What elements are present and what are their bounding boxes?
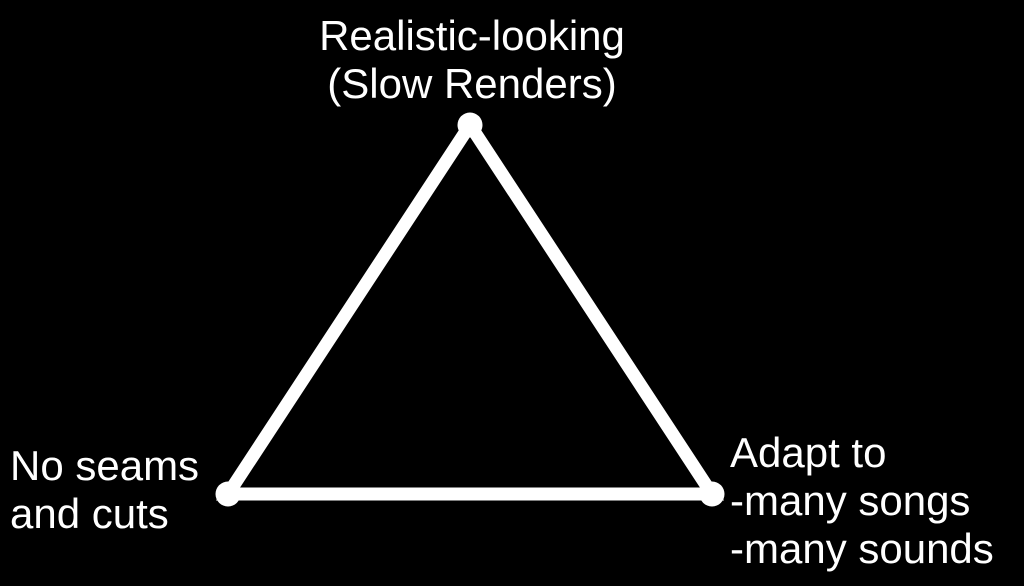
- label-line: (Slow Renders): [327, 60, 617, 107]
- label-line: Adapt to: [730, 429, 887, 476]
- label-line: -many songs: [730, 477, 971, 524]
- vertex-dot-bottom-right: [699, 481, 725, 507]
- vertex-dot-top: [457, 112, 483, 138]
- label-line: and cuts: [10, 490, 169, 537]
- triangle-outline: [215, 113, 725, 501]
- label-top-vertex: Realistic-looking (Slow Renders): [272, 12, 672, 108]
- label-bottom-right-vertex: Adapt to -many songs -many sounds: [730, 429, 994, 573]
- vertex-dot-bottom-left: [215, 481, 241, 507]
- label-line: Realistic-looking: [319, 12, 625, 59]
- label-bottom-left-vertex: No seams and cuts: [10, 442, 199, 538]
- label-line: -many sounds: [730, 525, 994, 572]
- label-line: No seams: [10, 442, 200, 489]
